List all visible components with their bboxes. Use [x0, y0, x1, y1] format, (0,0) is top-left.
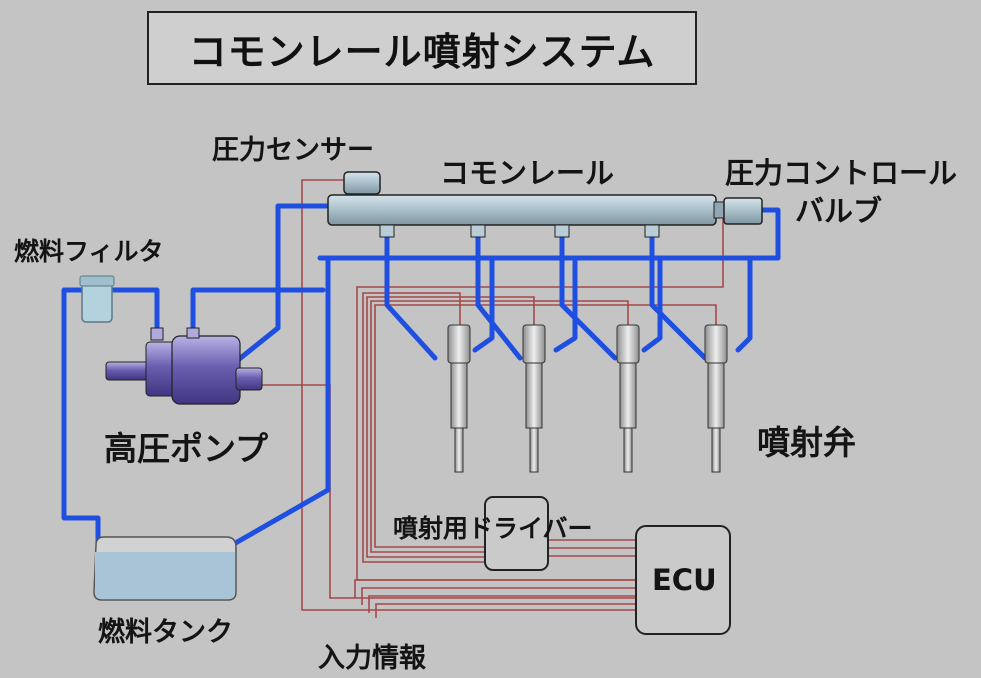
injector-return-2 [553, 255, 578, 353]
common-rail [327, 171, 763, 238]
pump-body [171, 335, 241, 405]
injection-driver-box [484, 496, 549, 571]
injector-1-head [447, 324, 471, 364]
pump-return-line [190, 287, 326, 338]
pump-inlet-fitting [150, 327, 164, 341]
input-info-label: 入力情報 [318, 643, 426, 674]
injector-return-4 [735, 255, 753, 353]
injector-wire-1 [362, 292, 485, 563]
pump-top-fitting [186, 327, 200, 339]
pressure-control-valve-label-2: バルブ [795, 194, 883, 228]
input-wire-3 [368, 595, 636, 613]
tank-to-filter-line [61, 287, 101, 588]
injector-1-body [450, 362, 468, 429]
rail-to-injector-3 [559, 233, 618, 361]
injector [616, 324, 640, 473]
fuel-filter-cap [79, 275, 115, 287]
injector-label: 噴射弁 [757, 423, 856, 462]
rail-to-injector-2 [475, 233, 523, 361]
rail-outlet-1 [379, 224, 395, 238]
injector [522, 324, 546, 473]
rail-body [327, 194, 717, 226]
injection-driver-label: 噴射用ドライバー [393, 514, 593, 543]
rail-to-injector-4 [649, 233, 708, 361]
injector-3-nozzle [623, 427, 633, 473]
injector-wire-2 [366, 296, 535, 558]
fuel-filter [79, 275, 115, 323]
rail-outlet-3 [554, 224, 570, 238]
injector-3-head [616, 324, 640, 364]
rail-end-cap [713, 201, 725, 219]
filter-to-pump-line [109, 287, 160, 341]
fuel-lines [61, 203, 781, 588]
fuel-tank [93, 536, 237, 601]
pump-shaft [105, 361, 151, 381]
valve-return-line [329, 207, 781, 261]
pump-rear [235, 367, 263, 391]
fuel-tank-label: 燃料タンク [98, 617, 233, 648]
injector-4-head [704, 324, 728, 364]
injector [704, 324, 728, 473]
injector-return-1 [472, 255, 495, 353]
injector-4-body [707, 362, 725, 429]
pump-to-rail-line [235, 203, 331, 363]
common-rail-label: コモンレール [440, 156, 615, 190]
ecu-box [635, 525, 731, 635]
pressure-sensor-label: 圧力センサー [212, 135, 374, 166]
pressure-control-valve-body [723, 197, 763, 225]
injector-return-3 [641, 255, 663, 353]
input-wire-4 [375, 603, 636, 618]
ecu-label: ECU [652, 563, 717, 597]
rail-to-injector-1 [384, 233, 438, 361]
return-to-tank-line [229, 255, 353, 548]
title-box: コモンレール噴射システム [147, 11, 697, 85]
pressure-sensor-body [343, 171, 381, 195]
injector-wire-4 [374, 304, 717, 548]
fuel-tank-fuel [95, 552, 235, 599]
injector-wire-3 [370, 300, 629, 553]
diagram-title: コモンレール噴射システム [188, 29, 656, 74]
injector-3-body [619, 362, 637, 429]
sensor-signal-wire [301, 179, 636, 611]
signal-wires [262, 179, 724, 618]
pressure-control-valve-label-1: 圧力コントロール [725, 156, 958, 190]
injector-1-nozzle [454, 427, 464, 473]
input-wire-2 [361, 587, 636, 605]
rail-outlet-2 [470, 224, 486, 238]
pump-signal-wire [262, 384, 636, 599]
high-pressure-pump-label: 高圧ポンプ [104, 429, 269, 468]
injector-2-body [525, 362, 543, 429]
injector-2-nozzle [529, 427, 539, 473]
injector-2-head [522, 324, 546, 364]
rail-outlet-4 [644, 224, 660, 238]
injector-4-nozzle [711, 427, 721, 473]
high-pressure-pump [105, 327, 263, 405]
fuel-filter-label: 燃料フィルタ [14, 237, 164, 266]
input-wire-1 [354, 579, 636, 598]
injector [447, 324, 471, 473]
